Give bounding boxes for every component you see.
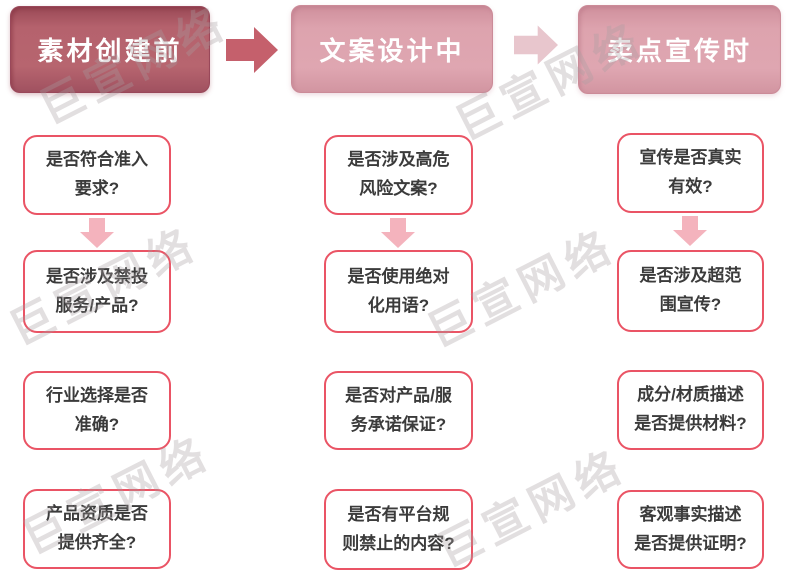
- right-arrow-icon: [226, 27, 278, 73]
- stage-header-copy-design: 文案设计中: [291, 5, 493, 93]
- question-box: 是否涉及禁投服务/产品?: [23, 250, 171, 333]
- question-box: 成分/材质描述是否提供材料?: [617, 370, 764, 450]
- question-box: 宣传是否真实有效?: [617, 133, 764, 213]
- down-arrow-icon: [80, 218, 114, 248]
- question-box: 是否涉及高危风险文案?: [324, 135, 473, 215]
- question-box: 是否对产品/服务承诺保证?: [324, 371, 473, 450]
- stage-header-material-creation: 素材创建前: [10, 6, 210, 93]
- question-box: 行业选择是否准确?: [23, 371, 171, 450]
- question-box: 客观事实描述是否提供证明?: [617, 490, 764, 569]
- question-box: 是否涉及超范围宣传?: [617, 250, 764, 332]
- question-box: 是否使用绝对化用语?: [324, 250, 473, 333]
- down-arrow-icon: [381, 218, 415, 248]
- right-arrow-icon: [514, 25, 558, 65]
- question-box: 是否有平台规则禁止的内容?: [324, 489, 473, 570]
- question-box: 是否符合准入要求?: [23, 135, 171, 215]
- down-arrow-icon: [673, 216, 707, 246]
- question-box: 产品资质是否提供齐全?: [23, 489, 171, 569]
- stage-header-selling-point: 卖点宣传时: [578, 5, 781, 94]
